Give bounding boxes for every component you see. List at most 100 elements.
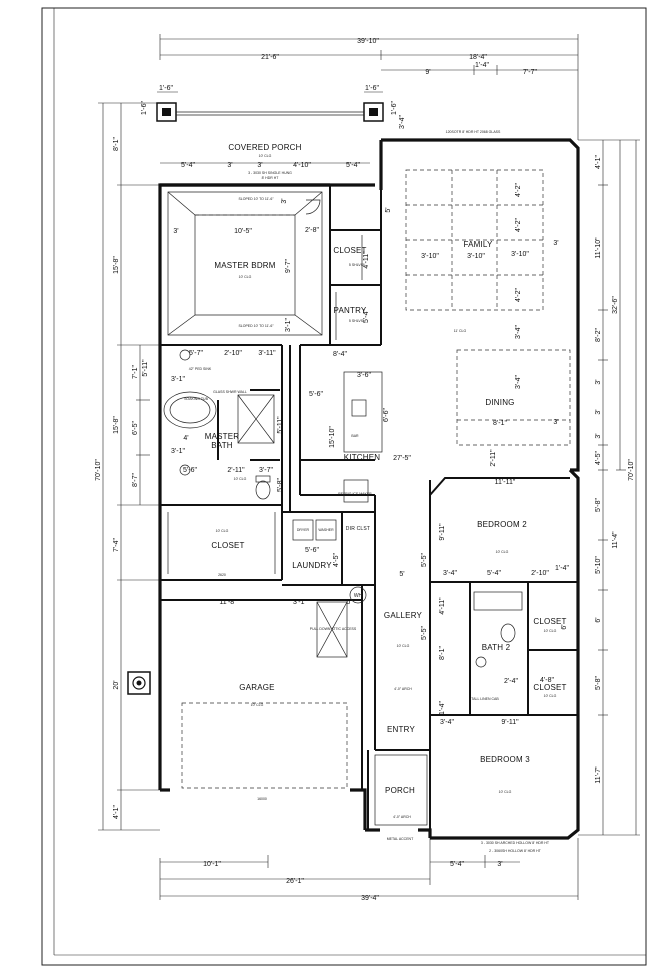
dim-right-4-1: 4'-1" bbox=[595, 155, 602, 169]
room-closet-b2: CLOSET bbox=[533, 617, 566, 626]
note-family-window: 120SOTR 8' HDR HT 2068 GLASS bbox=[446, 130, 501, 134]
dim-porch-d: 4'-10" bbox=[293, 162, 311, 169]
note-front-arch: 4'-0" ARCH bbox=[394, 687, 412, 691]
note-mw: REFRIG ICE MAKER bbox=[338, 492, 372, 496]
note-porch-window: 3 - 3030 SH SINGLE HUNG bbox=[248, 171, 292, 175]
note-washer: WASHER bbox=[318, 528, 334, 532]
note-pantry-shelves: 5 SHLVS bbox=[349, 319, 364, 323]
note-bar: BAR bbox=[351, 434, 359, 438]
dim-fam-3-4: 3'-4" bbox=[515, 325, 522, 339]
bedroom-2: BEDROOM 2 10' CLG 11'-11" 9'-11" 3'-4" 5… bbox=[439, 479, 569, 577]
dim-gar-3-1: 3'-1" bbox=[293, 599, 307, 606]
note-garage-door: 16000 bbox=[257, 797, 267, 801]
dim-mb-3-1: 3'-1" bbox=[285, 318, 292, 332]
note-master-clg: 10' CLG bbox=[239, 275, 252, 279]
dim-post-right: 1'-6" bbox=[365, 85, 379, 92]
dim-din-3-4: 3'-4" bbox=[515, 375, 522, 389]
dim-bot-26-1: 26'-1" bbox=[286, 878, 304, 885]
room-dining: DINING bbox=[485, 398, 514, 407]
note-glass-shwr: GLASS SHWR WALL bbox=[213, 390, 247, 394]
dim-din-8-1: 8'-1" bbox=[493, 420, 507, 427]
dim-fam-3-10b: 3'-10" bbox=[467, 253, 485, 260]
dim-gal-5-5a: 5'-5" bbox=[421, 553, 428, 567]
right-dimensions: 70'-10" 32'-6" 4'-1" 11'-10" 8'-2" 3' 3'… bbox=[578, 139, 640, 836]
note-gallery-clg: 10' CLG bbox=[397, 644, 410, 648]
note-sloped-a: SLOPED 10' TO 11'-6" bbox=[238, 197, 274, 201]
dim-b2-1-4: 1'-4" bbox=[555, 565, 569, 572]
family-room: FAMILY 3'-10" 3'-10" 3'-10" 4'-2" 4'-2" … bbox=[405, 130, 559, 339]
left-dimensions: 70'-10" 8'-1" 15'-8" 15'-8" 7'-4" 20' 4'… bbox=[95, 102, 160, 831]
room-bath2: BATH 2 bbox=[482, 643, 511, 652]
dim-gal-9-11: 9'-11" bbox=[501, 719, 519, 726]
room-wh: WH bbox=[354, 593, 363, 599]
dim-lau-4-5: 4'-5" bbox=[333, 553, 340, 567]
dim-top-left: 21'-6" bbox=[261, 54, 279, 61]
dim-top-r2: 1'-4" bbox=[475, 62, 489, 69]
dim-left-7-4: 7'-4" bbox=[113, 538, 120, 552]
dim-post-left-v: 1'-6" bbox=[141, 101, 148, 115]
dim-left-6-5: 6'-5" bbox=[132, 421, 139, 435]
bedroom-3: BEDROOM 3 10' CLG 3 - 3030 SH ARCHED HOL… bbox=[480, 755, 550, 853]
dim-closet-4-11: 4'-11" bbox=[363, 251, 370, 269]
interior-walls bbox=[160, 185, 578, 830]
dim-mb-3b: 3' bbox=[281, 198, 288, 203]
dim-gal-2-4: 2'-4" bbox=[504, 678, 518, 685]
dim-right-5-8b: 5'-8" bbox=[595, 676, 602, 690]
kitchen: KITCHEN 3'-6" 8'-4" 5'-6" 6'-6" 15'-10" … bbox=[309, 351, 411, 503]
dim-b2-5-4: 5'-4" bbox=[487, 570, 501, 577]
dim-kit-15-10: 15'-10" bbox=[329, 426, 336, 448]
dim-mb-2-8: 2'-8" bbox=[305, 227, 319, 234]
room-gallery: GALLERY bbox=[384, 611, 423, 620]
dim-left-7-1: 7'-1" bbox=[132, 365, 139, 379]
closet-pantry: CLOSET PANTRY 4'-11" 5' 5'-4" 5 SHLVS 5 … bbox=[333, 207, 392, 340]
room-laundry: LAUNDRY bbox=[292, 561, 332, 570]
dim-gal-4-11: 4'-11" bbox=[439, 597, 446, 615]
note-door-2620: 2620 bbox=[218, 573, 226, 577]
dim-din-2-11: 2'-11" bbox=[490, 449, 497, 467]
dim-gal-5-5b: 5'-5" bbox=[421, 626, 428, 640]
dim-gar-11-8: 11'-8" bbox=[219, 599, 237, 606]
dim-right-overall: 70'-10" bbox=[628, 459, 635, 481]
note-tub: SOAKING TUB bbox=[184, 397, 209, 401]
room-bedroom3: BEDROOM 3 bbox=[480, 755, 530, 764]
dim-gal-6: 6' bbox=[561, 624, 568, 629]
note-closet-bath-clg: 10' CLG bbox=[216, 529, 229, 533]
dim-porch-b: 3' bbox=[227, 162, 232, 169]
bath-closet: CLOSET 10' CLG 2620 bbox=[167, 512, 276, 577]
dim-left-15-8a: 15'-8" bbox=[113, 256, 120, 274]
dim-right-3a: 3' bbox=[595, 379, 602, 384]
note-porch-window2: 8' HDR HT bbox=[262, 176, 280, 180]
dim-b2-2-10: 2'-10" bbox=[531, 570, 549, 577]
note-dryer: DRYER bbox=[297, 528, 310, 532]
dim-mbath-2-11: 2'-11" bbox=[227, 467, 245, 474]
dim-bot-3: 3' bbox=[497, 861, 502, 868]
dim-porch-c: 3' bbox=[257, 162, 262, 169]
dim-bot-5-4: 5'-4" bbox=[450, 861, 464, 868]
room-pantry: PANTRY bbox=[334, 306, 367, 315]
dim-mbath-5-8: 5'-8" bbox=[277, 478, 284, 492]
note-attic-access: PULL DOWN ATTIC ACCESS bbox=[310, 627, 357, 631]
dim-mbath-3-1a: 3'-1" bbox=[171, 376, 185, 383]
dim-right-5-10: 5'-10" bbox=[595, 556, 602, 574]
note-bedroom3-clg: 10' CLG bbox=[499, 790, 512, 794]
room-porch: PORCH bbox=[385, 786, 415, 795]
dim-gal-8-1: 8'-1" bbox=[439, 646, 446, 660]
dim-right-5-8: 5'-8" bbox=[595, 498, 602, 512]
note-bedroom2-clg: 10' CLG bbox=[496, 550, 509, 554]
note-closet-shelves: 5 SHLVS bbox=[349, 263, 364, 267]
laundry: DRYER WASHER LAUNDRY 5'-6" 4'-5" DIR CLS… bbox=[292, 519, 370, 570]
dim-fam-4-2b: 4'-2" bbox=[515, 218, 522, 232]
note-tall-linen: TALL LINEN CAB bbox=[471, 697, 499, 701]
dim-porch-3-4: 3'-4" bbox=[399, 115, 406, 129]
room-closet-master: CLOSET bbox=[333, 246, 366, 255]
bottom-dimensions: 10'-1" 26'-1" 39'-4" 5'-4" 3' bbox=[159, 838, 579, 902]
dim-pantry-5-4: 5'-4" bbox=[363, 309, 370, 323]
note-bed3-window: 3 - 3030 SH ARCHED HOLLOW 8' HDR HT bbox=[481, 841, 550, 845]
dim-fam-3-10a: 3'-10" bbox=[421, 253, 439, 260]
dim-b2-11-11: 11'-11" bbox=[495, 479, 516, 486]
dim-mb-9-7: 9'-7" bbox=[285, 259, 292, 273]
exterior-walls bbox=[158, 138, 580, 840]
entry-porch: ENTRY PORCH METAL ACCENT 4'-0" ARCH bbox=[374, 725, 428, 841]
note-garage-clg: 10' CLG bbox=[251, 703, 264, 707]
